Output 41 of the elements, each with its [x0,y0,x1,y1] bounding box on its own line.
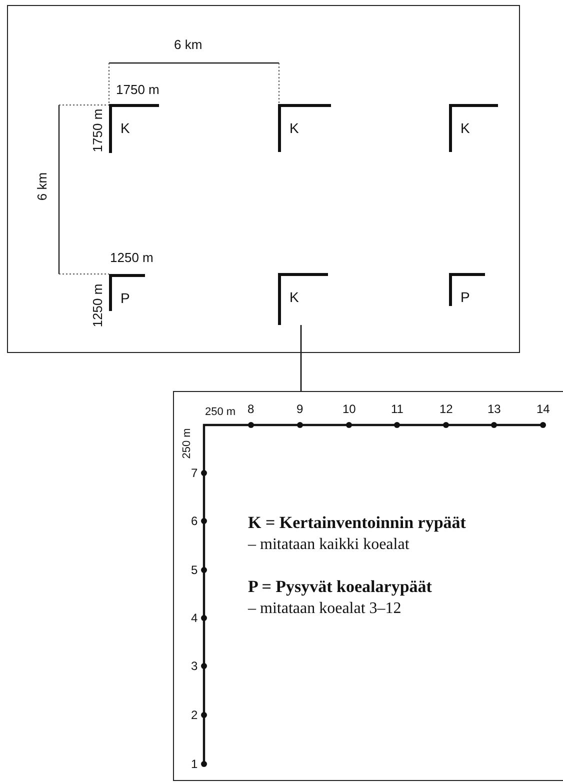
dimension-label: 1750 m [90,108,104,152]
dimension-label: 6 km [36,172,49,200]
dimension-label: 250 m [181,428,192,458]
plot-number: 12 [440,403,453,415]
cluster-corner-marker [108,274,144,310]
legend-heading: K = Kertainventoinnin rypäät [248,514,466,531]
plot-number: 10 [342,403,356,415]
plot-number: 4 [191,612,198,624]
plot-number: 5 [191,564,198,576]
plot-number: 9 [296,403,304,415]
legend-note: – mitataan kaikki koealat [248,537,410,553]
dimension-label: 1250 m [110,251,154,264]
legend-note: – mitataan koealat 3–12 [248,601,402,617]
plot-number: 2 [191,709,198,721]
dimension-label: 1750 m [116,83,160,96]
cluster-letter: P [460,290,470,304]
legend-heading: P = Pysyvät koealarypäät [248,578,432,595]
connector-line [300,325,302,391]
cluster-corner-marker [448,104,498,152]
cluster-corner-marker [448,272,484,306]
dimension-label: 1250 m [90,283,104,327]
plot-number: 13 [488,403,501,415]
cluster-letter: P [120,290,130,304]
plot-number: 7 [191,467,198,479]
plot-number: 14 [536,403,550,415]
plot-number: 1 [191,758,198,770]
cluster-letter: K [290,120,299,134]
cluster-corner-marker [278,104,330,152]
panel-frame [173,391,563,781]
plot-number: 3 [191,660,198,672]
cluster-letter: K [460,120,470,134]
panel-frame [7,5,520,353]
dimension-label: 6 km [174,38,202,51]
plot-number: 8 [248,403,254,415]
cluster-letter: K [290,290,299,304]
cluster-corner-marker [108,104,158,152]
dimension-label: 250 m [205,407,236,418]
cluster-letter: K [120,120,130,134]
cluster-corner-marker [278,272,328,324]
plot-number: 6 [191,515,198,527]
plot-number: 11 [391,403,404,415]
